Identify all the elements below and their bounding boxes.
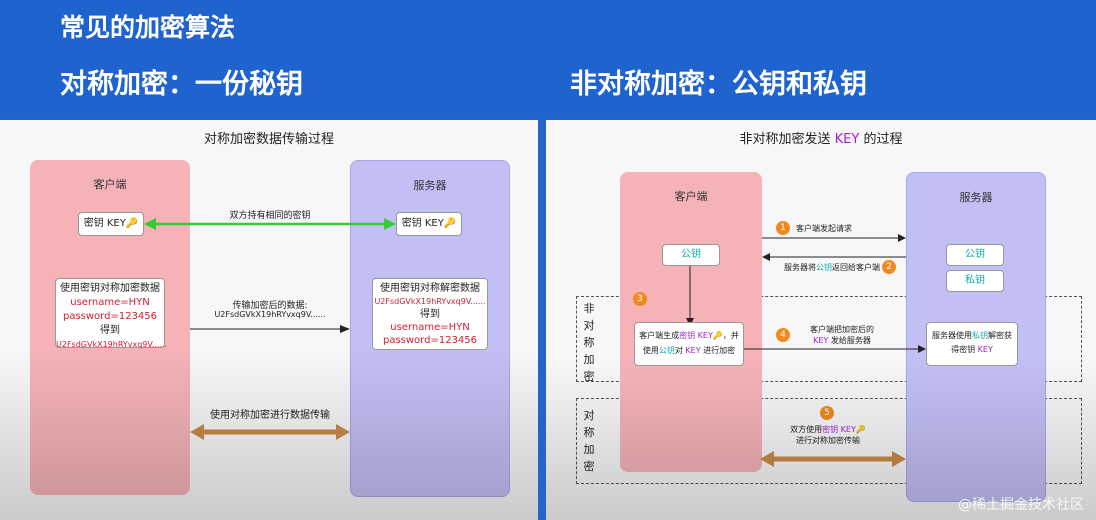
server-got: 得到: [420, 309, 440, 320]
step5-badge: 5: [820, 406, 834, 420]
step4-line2: 发给服务器: [828, 336, 871, 345]
step4-arrow: [744, 345, 926, 353]
server-decrypt-key-box: 服务器使用私钥解密获得密钥 KEY: [926, 322, 1018, 366]
symmetric-diagram-panel: 对称加密数据传输过程 客户端 服务器 密钥 KEY🔑 密钥 KEY🔑 双方持有相…: [0, 120, 538, 520]
client-generate-key-box: 客户端生成密钥 KEY🔑，并使用公钥对 KEY 进行加密: [634, 322, 744, 366]
same-key-note: 双方持有相同的密钥: [229, 211, 311, 221]
step1-badge: 1: [776, 221, 790, 235]
step4-badge: 4: [776, 328, 790, 342]
gen-mid2: 对: [674, 346, 686, 355]
step2-pre: 服务器将: [784, 263, 816, 272]
shared-key-arrow: [144, 218, 396, 230]
client-password: password=123456: [62, 311, 158, 322]
transfer-note: 传输加密后的数据:: [232, 301, 308, 311]
asymmetric-diagram-title: 非对称加密发送 KEY 的过程: [546, 128, 1096, 147]
transfer-cipher: U2FsdGVkX19hRYvxq9V......: [214, 310, 326, 319]
symmetric-group-label: 对称加密: [583, 409, 595, 473]
client-username: username=HYN: [70, 297, 150, 308]
server-key-box: 密钥 KEY🔑: [396, 212, 462, 236]
step2-arrow: [762, 253, 906, 261]
gen-post: 进行加密: [700, 346, 736, 355]
dec-mid: 解密获得密钥: [951, 331, 1012, 354]
header-banner: [0, 0, 1096, 118]
server-username: username=HYN: [390, 322, 470, 333]
client-cipher: U2FsdGVkX19hRYvxq9V......: [56, 340, 168, 349]
server-private-key-box: 私钥: [946, 270, 1004, 292]
step5-pre: 双方使用: [790, 425, 823, 434]
asymmetric-diagram-panel: 非对称加密发送 KEY 的过程 非对称加密 对称加密 客户端 服务器 公钥 公钥…: [546, 120, 1096, 520]
step4-line1: 客户端把加密后的: [810, 325, 874, 334]
step5-note: 双方使用密钥 KEY🔑 进行对称加密传输: [770, 424, 886, 446]
step2-badge: 2: [882, 260, 896, 274]
step2-post: 返回给客户端: [832, 263, 880, 272]
client-public-key-box: 公钥: [662, 244, 720, 266]
client-column-label: 客户端: [674, 190, 708, 203]
client-got: 得到: [100, 325, 120, 336]
step2-key: 公钥: [816, 263, 832, 272]
step5-post: 进行对称加密传输: [796, 436, 860, 445]
gen-pub: 公钥: [658, 346, 675, 355]
step4-key: KEY: [813, 336, 829, 345]
server-decrypt-box: 使用密钥对称解密数据 U2FsdGVkX19hRYvxq9V...... 得到 …: [372, 278, 488, 350]
step2-note: 服务器将公钥返回给客户端: [778, 262, 886, 273]
client-key-down-arrow: [686, 266, 694, 326]
dec-key: KEY: [977, 345, 993, 354]
gen-mid: ，并使用: [642, 331, 739, 355]
step1-note: 客户端发起请求: [796, 224, 852, 233]
server-decrypt-line1: 使用密钥对称解密数据: [380, 283, 480, 294]
server-column-label: 服务器: [413, 179, 447, 192]
asymmetric-group-label: 非对称加密: [583, 302, 595, 383]
gen-key2: KEY: [685, 346, 701, 355]
symmetric-group-outline: [576, 398, 1082, 484]
client-encrypt-box: 使用密钥对称加密数据 username=HYN password=123456 …: [55, 278, 167, 349]
step5-key: 密钥 KEY🔑: [822, 425, 866, 434]
asym-title-suffix: 的过程: [859, 132, 903, 147]
main-title: 常见的加密算法: [60, 13, 236, 42]
client-column-label: 客户端: [93, 178, 127, 191]
symmetric-transfer-note: 使用对称加密进行数据传输: [210, 410, 330, 421]
symmetric-diagram-title: 对称加密数据传输过程: [203, 132, 334, 147]
asym-title-prefix: 非对称加密发送: [739, 132, 835, 147]
asym-title-key: KEY: [834, 132, 860, 147]
step4-note: 客户端把加密后的 KEY 发给服务器: [794, 324, 890, 346]
asymmetric-group-outline: [576, 296, 1082, 382]
step1-arrow: [762, 234, 906, 242]
server-public-key-box: 公钥: [946, 244, 1004, 266]
transfer-arrow: [190, 325, 350, 333]
client-key-box: 密钥 KEY🔑: [78, 212, 144, 236]
server-cipher: U2FsdGVkX19hRYvxq9V......: [374, 297, 486, 306]
dec-pre: 服务器使用: [932, 331, 972, 340]
step3-badge: 3: [633, 292, 647, 306]
symmetric-transfer-arrow: [190, 424, 350, 440]
gen-pre: 客户端生成: [639, 331, 680, 340]
client-encrypt-line1: 使用密钥对称加密数据: [60, 283, 160, 294]
step5-arrow: [760, 451, 906, 467]
gen-key: 密钥 KEY🔑: [679, 331, 723, 340]
server-column-label: 服务器: [959, 191, 993, 204]
left-section-title: 对称加密：一份秘钥: [60, 69, 303, 100]
right-section-title: 非对称加密：公钥和私钥: [570, 69, 867, 100]
server-password: password=123456: [382, 335, 478, 346]
watermark: @稀土掘金技术社区: [958, 497, 1084, 513]
dec-priv: 私钥: [972, 331, 988, 340]
